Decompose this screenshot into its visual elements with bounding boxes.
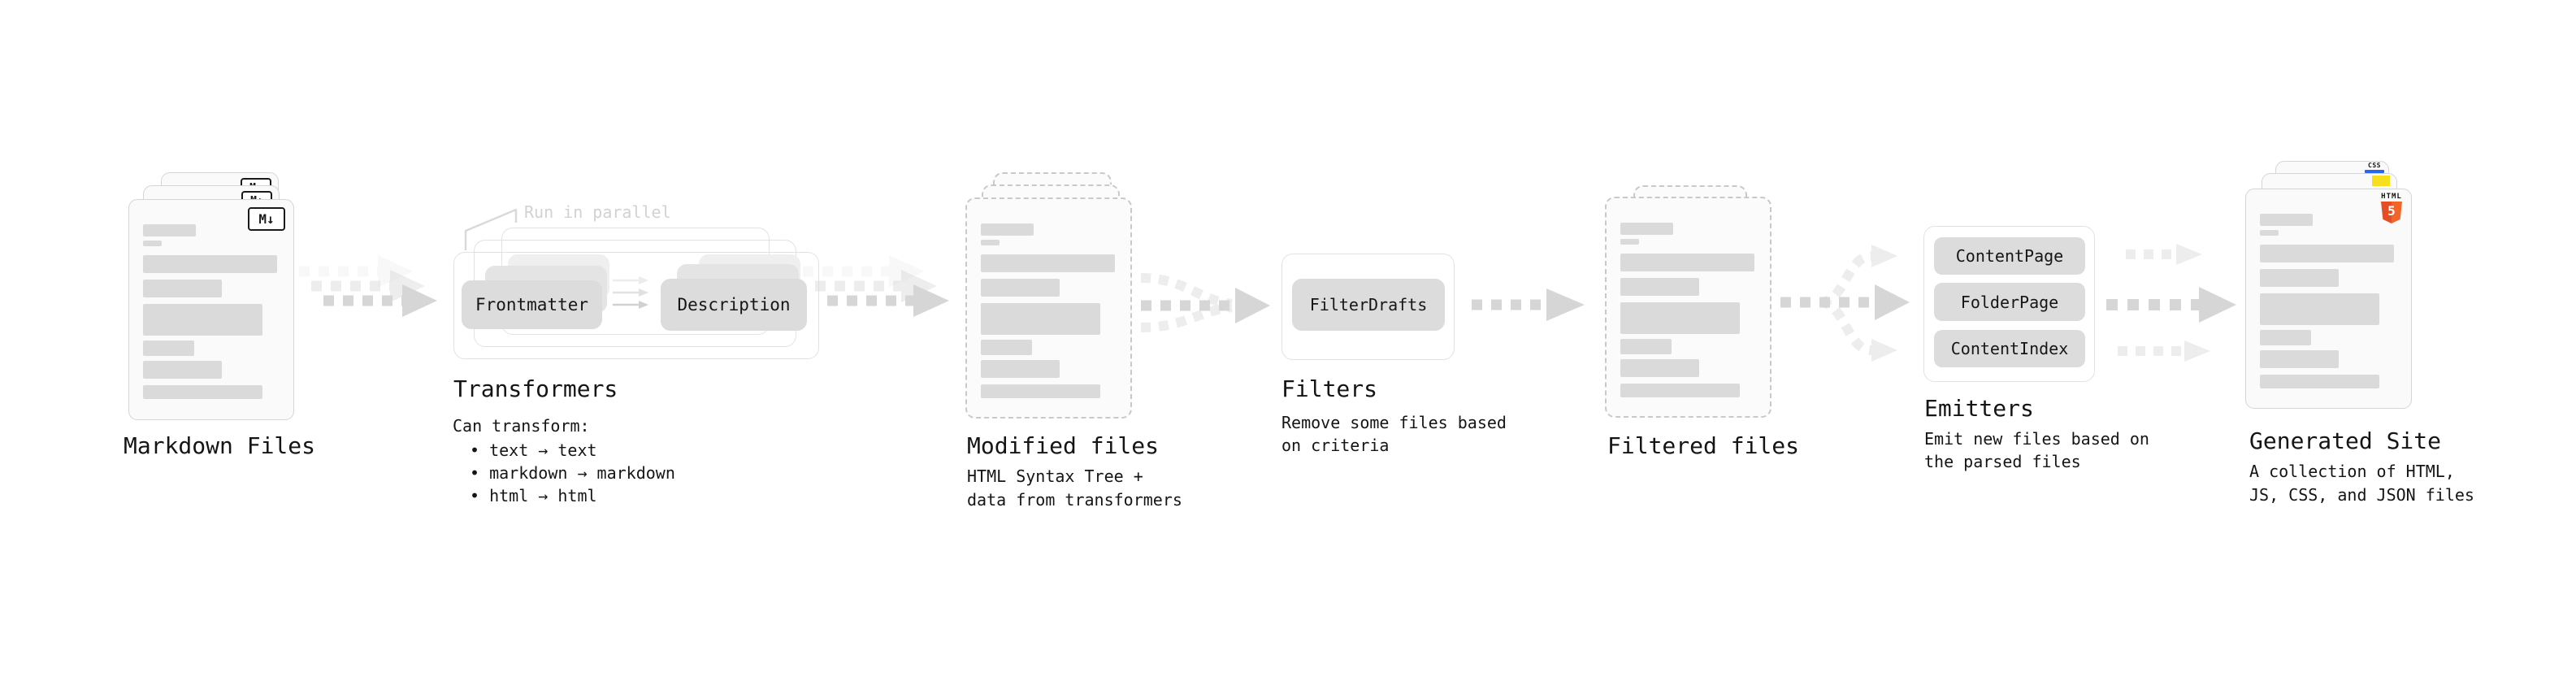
generated-site-subtext: A collection of HTML, JS, CSS, and JSON …: [2249, 460, 2474, 507]
text-bar: [981, 279, 1060, 297]
run-in-parallel-callout: Run in parallel: [524, 202, 671, 222]
text-bar: [1620, 339, 1672, 354]
text-bar: [2260, 330, 2311, 345]
markdown-icon: M↓: [248, 207, 285, 231]
emitter-folderpage-chip: FolderPage: [1934, 283, 2085, 321]
callout-leader-line: [464, 208, 518, 250]
filtered-file-front: [1605, 197, 1772, 418]
bullet-item: • markdown → markdown: [470, 463, 675, 483]
html5-shield: 5: [2381, 202, 2402, 223]
text-bar: [143, 361, 222, 379]
emitter-contentpage-chip: ContentPage: [1934, 237, 2085, 275]
document-text-bars: [1620, 223, 1754, 397]
text-bar: [1620, 302, 1740, 334]
text-bar: [2260, 230, 2279, 236]
flow-arrow-filtered-to-emitters: [1780, 245, 1910, 362]
emitter-contentindex-chip: ContentIndex: [1934, 330, 2085, 367]
html5-icon: HTML 5: [2380, 193, 2403, 223]
text-bar: [143, 241, 162, 246]
subtext-line: data from transformers: [967, 490, 1182, 510]
css-icon-label: CSS: [2368, 162, 2381, 169]
flow-arrow-modified-to-filters: [1140, 273, 1270, 332]
bullet-item: • html → html: [470, 486, 597, 505]
text-bar: [143, 255, 277, 273]
text-bar: [143, 385, 262, 399]
stage-label-transformers: Transformers: [453, 375, 618, 402]
text-bar: [981, 254, 1115, 272]
stage-label-markdown-files: Markdown Files: [124, 432, 316, 459]
text-bar: [981, 223, 1034, 236]
text-bar: [2260, 214, 2313, 226]
text-bar: [2260, 375, 2379, 388]
text-bar: [981, 340, 1032, 355]
css-icon: CSS: [2365, 163, 2384, 173]
subtext-line: JS, CSS, and JSON files: [2249, 485, 2474, 505]
bullet-item: • text → text: [470, 440, 597, 460]
css-icon-underline: [2365, 170, 2384, 173]
filterdrafts-chip: FilterDrafts: [1292, 279, 1445, 331]
markdown-file-front: M↓: [128, 199, 294, 420]
transformer-description-chip: Description: [661, 279, 807, 331]
subtext-line: Remove some files based: [1281, 413, 1507, 432]
stage-label-filters: Filters: [1281, 375, 1378, 402]
text-bar: [1620, 278, 1699, 296]
stage-label-emitters: Emitters: [1924, 395, 2034, 422]
stage-label-filtered-files: Filtered files: [1607, 432, 1800, 459]
text-bar: [1620, 223, 1673, 235]
subtext-line: Emit new files based on: [1924, 429, 2149, 449]
html5-icon-label: HTML: [2381, 193, 2402, 201]
text-bar: [143, 224, 196, 236]
text-bar: [1620, 239, 1639, 245]
filters-container: [1281, 254, 1455, 360]
subtext-line: on criteria: [1281, 436, 1390, 455]
text-bar: [143, 280, 222, 297]
transformer-run-front: [453, 252, 819, 359]
transformer-step-arrows: [613, 276, 648, 309]
text-bar: [981, 303, 1100, 335]
subtext-line: HTML Syntax Tree +: [967, 466, 1143, 486]
text-bar: [2260, 293, 2379, 325]
stage-label-modified-files: Modified files: [967, 432, 1160, 459]
filters-subtext: Remove some files based on criteria: [1281, 411, 1507, 457]
subtext-line: the parsed files: [1924, 452, 2081, 471]
flow-arrows-emitters-to-site: [2106, 244, 2236, 362]
transformers-bullet-list: • text → text • markdown → markdown • ht…: [470, 439, 675, 507]
modified-files-subtext: HTML Syntax Tree + data from transformer…: [967, 465, 1182, 512]
document-text-bars: [143, 224, 277, 399]
emitters-subtext: Emit new files based on the parsed files: [1924, 427, 2149, 473]
text-bar: [2260, 245, 2394, 262]
text-bar: [143, 340, 194, 356]
text-bar: [981, 360, 1060, 378]
subtext-line: A collection of HTML,: [2249, 462, 2455, 481]
text-bar: [143, 304, 262, 336]
flow-arrow-markdown-to-transformers: [299, 255, 437, 317]
html5-number: 5: [2387, 203, 2396, 219]
emitters-container: [1923, 226, 2095, 382]
flow-arrow-filters-to-filtered: [1472, 288, 1585, 321]
transformer-frontmatter-chip: Frontmatter: [462, 280, 602, 329]
document-text-bars: [981, 223, 1115, 398]
text-bar: [1620, 254, 1754, 271]
flow-arrow-transformers-to-modified: [803, 255, 949, 317]
document-text-bars: [2260, 214, 2394, 388]
text-bar: [2260, 350, 2339, 368]
modified-file-front: [965, 197, 1132, 419]
text-bar: [981, 240, 1000, 245]
text-bar: [1620, 359, 1699, 377]
text-bar: [981, 384, 1100, 398]
js-icon: [2372, 176, 2390, 186]
transformers-list-title: Can transform:: [453, 416, 590, 436]
stage-label-generated-site: Generated Site: [2249, 427, 2442, 454]
site-file-html: HTML 5: [2245, 189, 2412, 409]
text-bar: [1620, 384, 1740, 397]
text-bar: [2260, 269, 2339, 287]
